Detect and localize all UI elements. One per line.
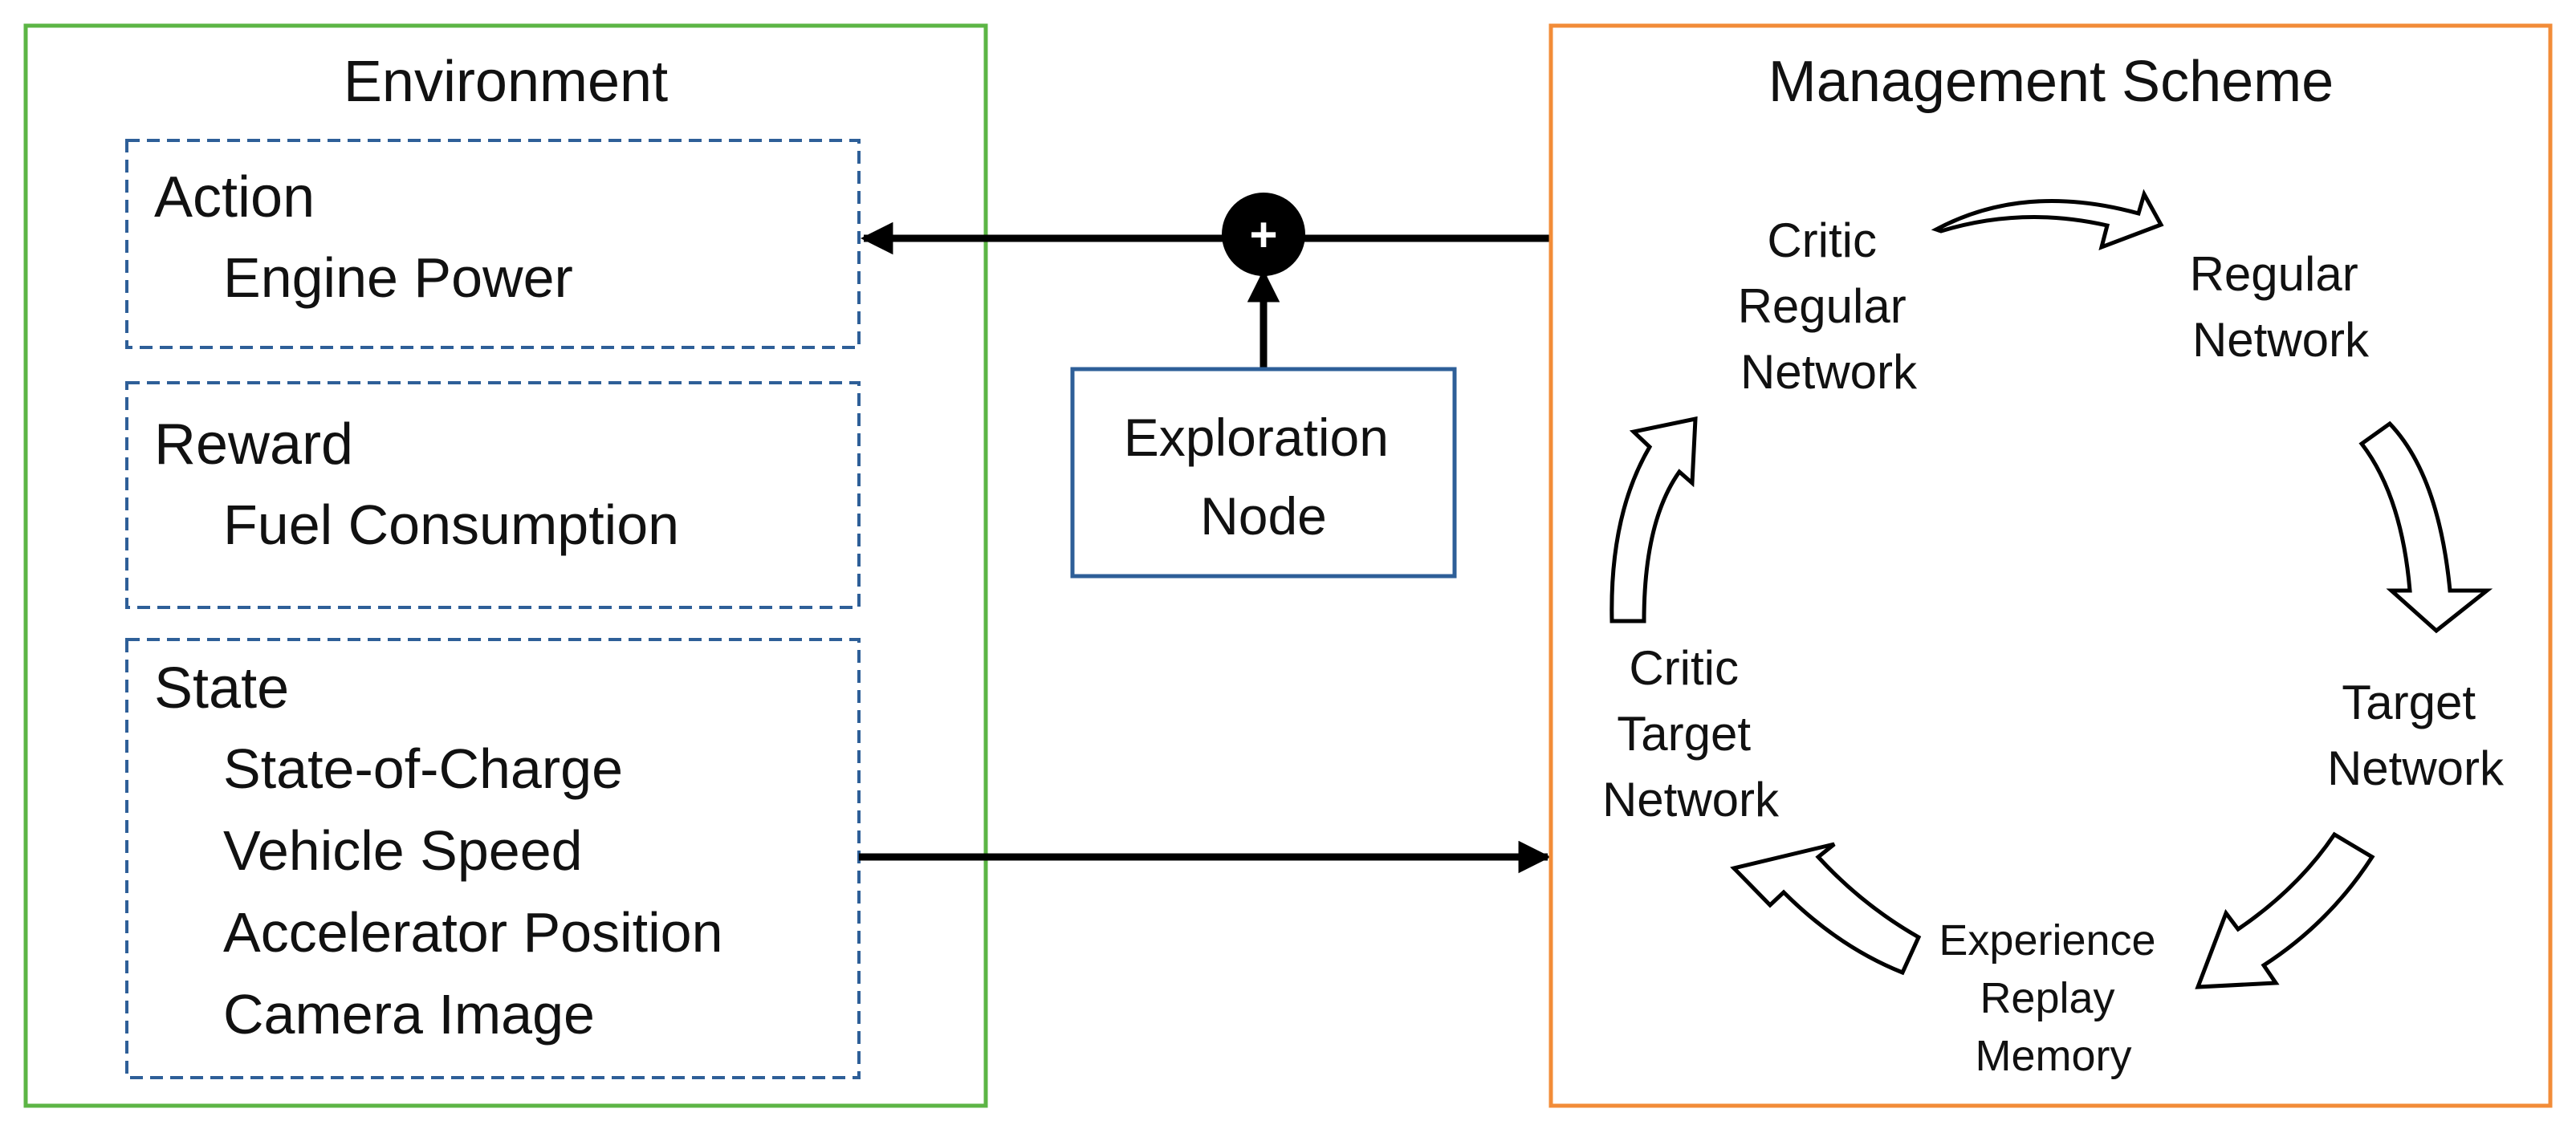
- sum-symbol: +: [1249, 208, 1277, 262]
- state-item-soc: State-of-Charge: [223, 737, 623, 800]
- state-heading: State: [154, 656, 289, 721]
- environment-panel: [23, 23, 988, 1108]
- reward-item-fuel-consumption: Fuel Consumption: [223, 493, 679, 556]
- regular-network-label: Regular Network: [2190, 247, 2372, 367]
- state-item-camera-image: Camera Image: [223, 983, 595, 1046]
- action-box: [125, 139, 861, 349]
- management-panel: [1548, 23, 2553, 1108]
- sum-node: [1222, 193, 1305, 276]
- critic-regular-network-label: Critic Regular Network: [1738, 213, 1920, 399]
- target-network-label: Target Network: [2327, 676, 2505, 795]
- experience-replay-memory-label: Experience Replay Memory: [1939, 916, 2167, 1080]
- critic-target-network-label: Critic Target Network: [1602, 641, 1780, 826]
- reward-heading: Reward: [154, 412, 353, 477]
- exploration-node-box: [1070, 367, 1457, 579]
- exploration-node-label: Exploration Node: [1124, 408, 1404, 546]
- environment-title: Environment: [344, 50, 668, 114]
- action-item-engine-power: Engine Power: [223, 246, 573, 309]
- state-item-vehicle-speed: Vehicle Speed: [223, 819, 583, 882]
- cycle-arrow-experience-to-critic-target: [1730, 842, 1922, 976]
- reward-box: [125, 381, 861, 609]
- cycle-arrow-regular-to-target: [2358, 420, 2493, 634]
- state-item-accelerator-position: Accelerator Position: [223, 901, 723, 964]
- cycle-arrow-critic-target-to-critic-regular: [1609, 416, 1698, 623]
- cycle-arrow-critic-to-regular: [1931, 189, 2164, 251]
- action-heading: Action: [154, 165, 315, 229]
- cycle-arrow-target-to-experience: [2195, 831, 2375, 989]
- management-title: Management Scheme: [1768, 50, 2334, 114]
